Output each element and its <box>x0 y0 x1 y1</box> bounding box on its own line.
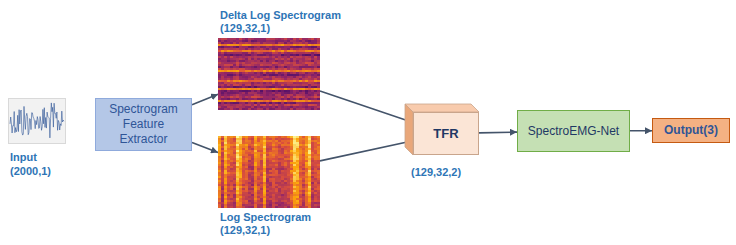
spectrogram-cell <box>290 108 293 110</box>
spectrogram-cell <box>257 108 260 110</box>
process-box: Spectrogram Feature Extractor <box>95 98 192 151</box>
spectrogram-cell <box>260 108 263 110</box>
spectrogram-cell <box>263 108 266 110</box>
spectrogram-cell <box>296 108 299 110</box>
spectrogram <box>218 38 320 110</box>
flow-arrow <box>479 131 517 133</box>
spectrogram-cell <box>305 108 308 110</box>
spectrogram-image: Log Spectrogram (129,32,1) <box>218 136 320 208</box>
spectrogram-cell <box>224 108 227 110</box>
spectrogram-cell <box>239 108 242 110</box>
spectrogram-cell <box>308 108 311 110</box>
spectrogram-cell <box>242 108 245 110</box>
spectrogram-cell <box>317 108 320 110</box>
cube-top <box>405 104 479 112</box>
spectrogram-cell <box>245 108 248 110</box>
spectrogram-cell <box>269 108 272 110</box>
spectrogram-label: Delta Log Spectrogram (129,32,1) <box>220 9 360 35</box>
spectrogram-cell <box>227 108 230 110</box>
spectrogram-cell <box>254 108 257 110</box>
spectrogram-image: Delta Log Spectrogram (129,32,1) <box>218 38 320 110</box>
signal-trace <box>10 103 64 138</box>
waveform-frame <box>9 99 66 144</box>
spectrogram-cell <box>272 108 275 110</box>
spectrogram-cell <box>299 108 302 110</box>
flow-arrow <box>320 141 413 161</box>
cube-side <box>405 104 413 155</box>
spectrogram <box>218 136 320 208</box>
spectrogram-cell <box>266 108 269 110</box>
input-label: Input (2000,1) <box>10 150 62 178</box>
spectrogram-cell <box>236 108 239 110</box>
spectrogram-cell <box>221 108 224 110</box>
box-label: Spectrogram Feature Extractor <box>102 102 185 147</box>
spectrogram-cell <box>311 108 314 110</box>
flow-arrow <box>630 130 652 132</box>
waveform <box>8 98 66 144</box>
spectrogram-cell <box>230 108 233 110</box>
spectrogram-cell <box>281 108 284 110</box>
spectrogram-cell <box>275 108 278 110</box>
spectrogram-cell <box>278 108 281 110</box>
spectrogram-cell <box>314 108 317 110</box>
spectrogram-cell <box>218 108 221 110</box>
waveform-icon: Input (2000,1) <box>8 98 66 144</box>
spectrogram-cell <box>248 108 251 110</box>
spectrogram-cell <box>302 108 305 110</box>
flow-arrow <box>320 91 413 122</box>
flow-arrow <box>192 94 218 104</box>
spectrogram-cell <box>287 108 290 110</box>
spectrogram-cell <box>284 108 287 110</box>
spectrogram-cell <box>233 108 236 110</box>
flow-arrow <box>192 143 218 153</box>
spectrogram-cell <box>251 108 254 110</box>
spectrogram-cell <box>293 108 296 110</box>
